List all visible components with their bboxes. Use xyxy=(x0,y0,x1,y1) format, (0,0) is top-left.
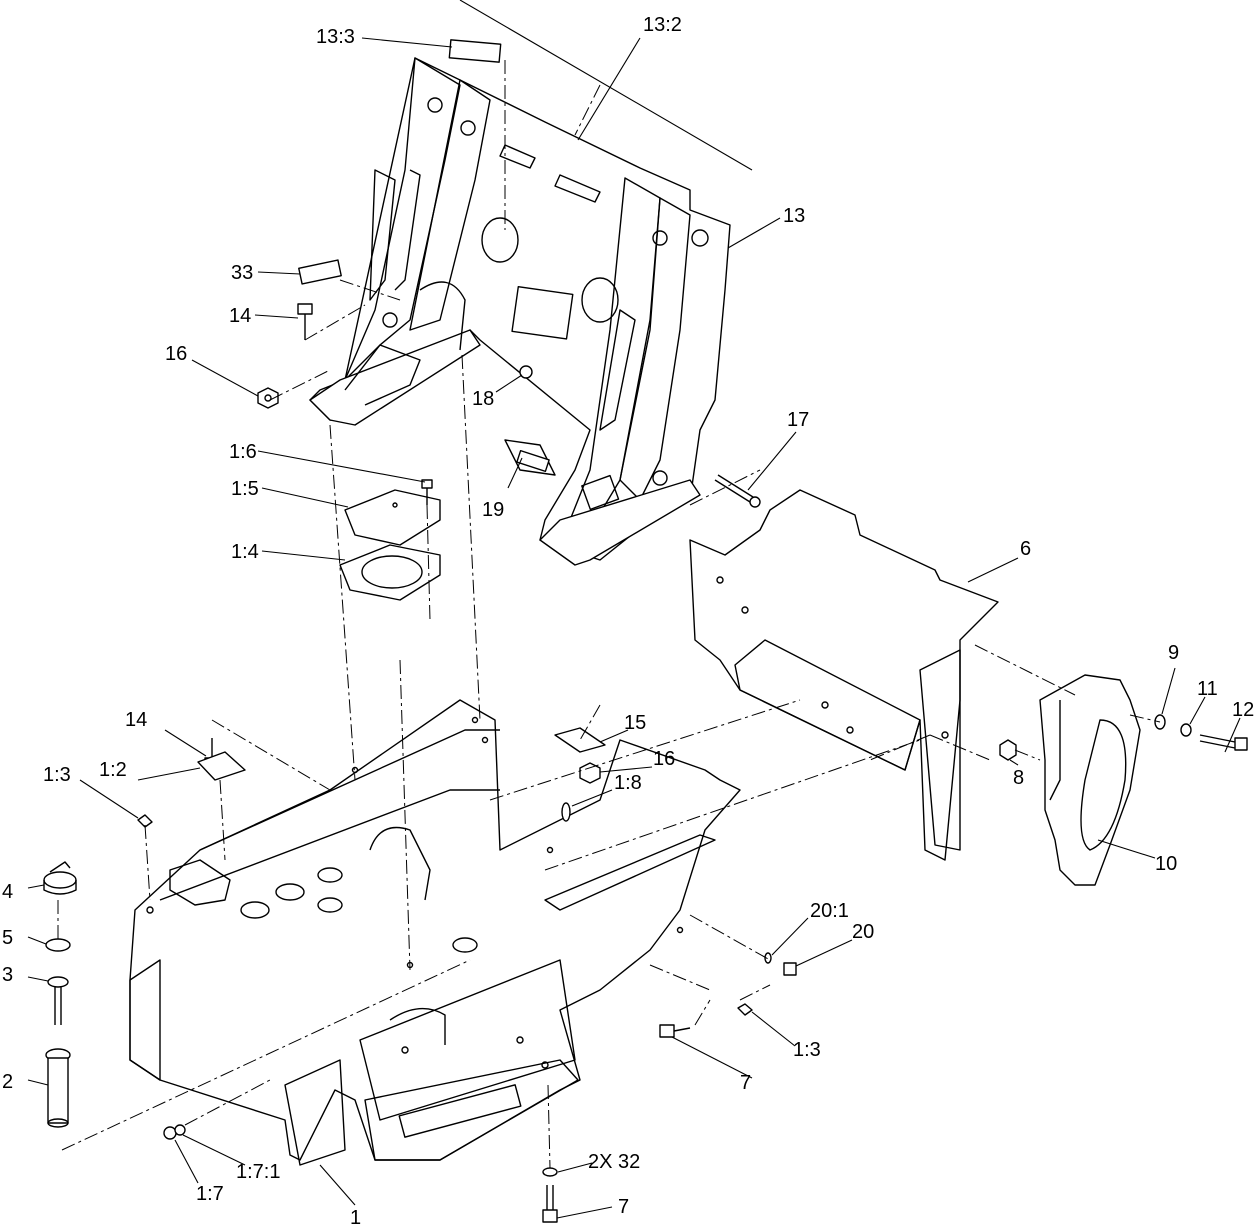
decal-13-3 xyxy=(448,39,502,63)
plate-15 xyxy=(554,727,606,753)
callout-9: 9 xyxy=(1168,642,1179,664)
callout-13-3: 13:3 xyxy=(316,26,355,48)
callout-1-2: 1:2 xyxy=(99,759,127,781)
oring-1-7-1 xyxy=(174,1124,186,1136)
callout-20: 20 xyxy=(852,921,874,943)
callout-14-mid: 14 xyxy=(125,709,147,731)
callout-1-7: 1:7 xyxy=(196,1183,224,1205)
callout-1-6: 1:6 xyxy=(229,441,257,463)
callout-11: 11 xyxy=(1197,678,1218,700)
callout-17: 17 xyxy=(787,409,809,431)
callout-13-2: 13:2 xyxy=(643,14,682,36)
callout-4: 4 xyxy=(2,881,13,903)
callout-1-3-left: 1:3 xyxy=(43,764,71,786)
decal-1-3-right xyxy=(737,1003,753,1016)
bracket-19 xyxy=(504,439,556,476)
battery-tray xyxy=(689,489,999,861)
main-frame-1 xyxy=(129,699,741,1166)
callout-1-4: 1:4 xyxy=(231,541,259,563)
callout-1-8: 1:8 xyxy=(614,772,642,794)
screw-1-6 xyxy=(421,479,433,505)
counterweight-10 xyxy=(1039,674,1141,886)
bolt-7-bottom xyxy=(542,1185,558,1223)
pin-17 xyxy=(714,474,761,508)
fitting-1-7 xyxy=(163,1126,177,1140)
assembly-lines xyxy=(57,60,1161,1169)
nut-16-top xyxy=(257,387,279,409)
cover-plate-1-5 xyxy=(344,489,441,546)
bolt-7-mid xyxy=(659,1024,691,1038)
callout-6: 6 xyxy=(1020,538,1031,560)
decal-1-3-left xyxy=(137,814,153,828)
nut-16-mid xyxy=(579,762,601,784)
callout-1-5: 1:5 xyxy=(231,478,259,500)
callout-1-3-right: 1:3 xyxy=(793,1039,821,1061)
washer-32 xyxy=(542,1167,558,1177)
callout-13: 13 xyxy=(783,205,805,227)
bolt-12 xyxy=(1199,734,1248,751)
callout-10: 10 xyxy=(1155,853,1177,875)
callout-16-top: 16 xyxy=(165,343,187,365)
bolt-14-top xyxy=(297,303,313,340)
dipstick-3 xyxy=(47,976,69,1025)
decal-1-8 xyxy=(561,802,571,822)
callout-33: 33 xyxy=(231,262,253,284)
callout-1: 1 xyxy=(350,1207,361,1229)
callout-14-top: 14 xyxy=(229,305,251,327)
callout-15: 15 xyxy=(624,712,646,734)
callout-16-mid: 16 xyxy=(653,748,675,770)
callout-2: 2 xyxy=(2,1071,13,1093)
nut-8 xyxy=(999,739,1017,761)
callout-7-mid: 7 xyxy=(740,1072,751,1094)
seat-frame xyxy=(309,57,731,566)
leader-lines xyxy=(27,0,1241,1219)
oring-5 xyxy=(45,938,71,952)
callout-7-bottom: 7 xyxy=(618,1196,629,1218)
callout-20-1: 20:1 xyxy=(810,900,849,922)
decal-1-2 xyxy=(197,751,246,781)
callout-1-7-1: 1:7:1 xyxy=(236,1161,280,1183)
bolt-20 xyxy=(783,962,797,976)
callout-12: 12 xyxy=(1232,699,1254,721)
washer-20-1 xyxy=(764,952,772,964)
decal-33 xyxy=(298,259,342,285)
gasket-1-4 xyxy=(339,544,441,601)
callout-19: 19 xyxy=(482,499,504,521)
nut-18 xyxy=(519,365,533,379)
filler-cap-4 xyxy=(43,861,77,895)
callout-8: 8 xyxy=(1013,767,1024,789)
lockwasher-11 xyxy=(1180,723,1192,737)
callout-5: 5 xyxy=(2,927,13,949)
callout-2x32: 2X 32 xyxy=(588,1151,640,1173)
callout-3: 3 xyxy=(2,964,13,986)
callout-18: 18 xyxy=(472,388,494,410)
filler-tube-2 xyxy=(45,1048,71,1128)
